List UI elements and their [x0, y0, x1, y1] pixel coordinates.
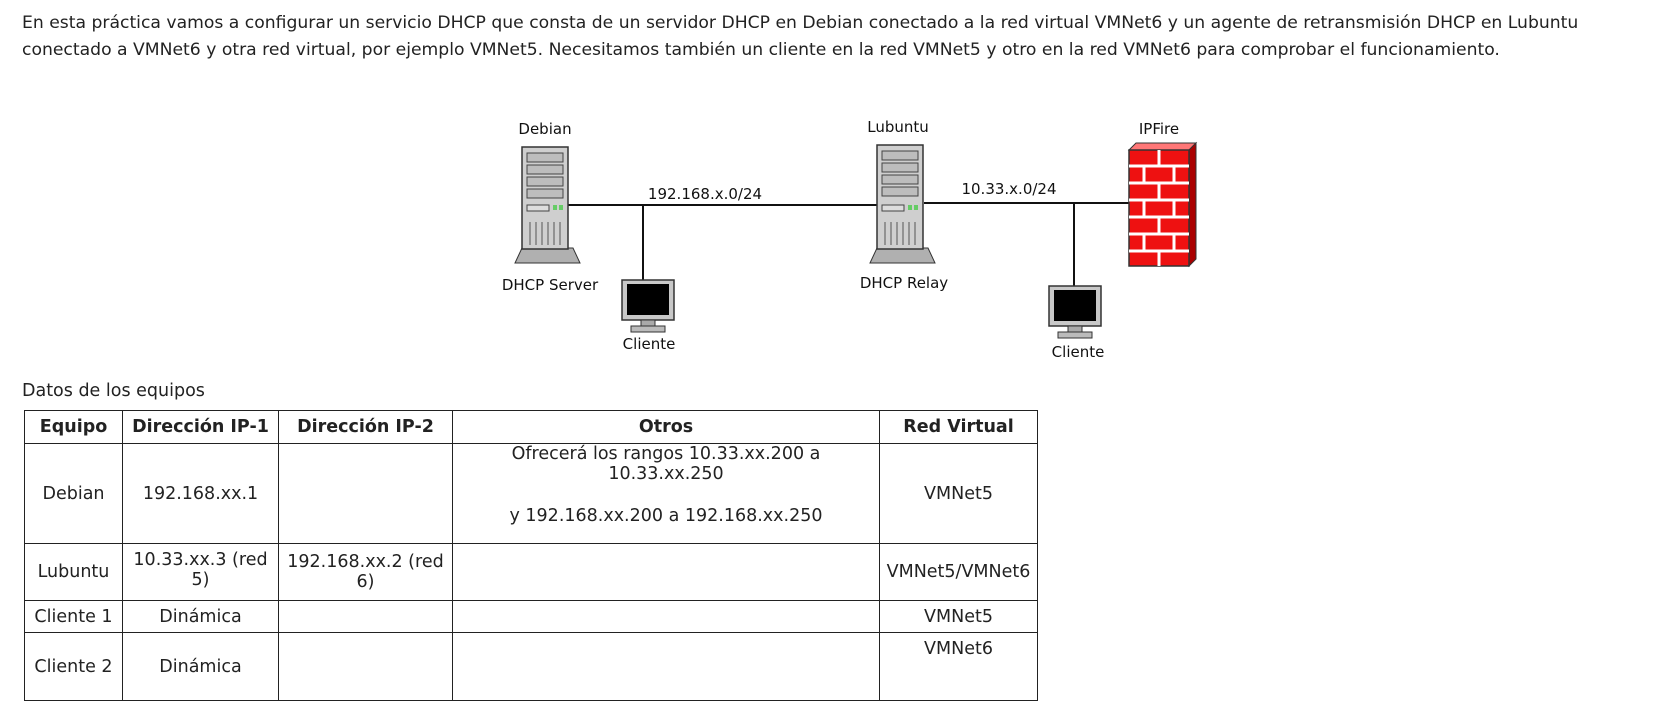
cell-otros: [452, 632, 880, 701]
client2-label: Cliente: [1052, 343, 1105, 361]
cell-red: VMNet5: [879, 600, 1038, 633]
otros-line-1: Ofrecerá los rangos 10.33.xx.200 a 10.33…: [511, 444, 821, 484]
header-otros: Otros: [452, 410, 880, 444]
debian-role-label: DHCP Server: [502, 276, 599, 294]
table-header-row: Equipo Dirección IP-1 Dirección IP-2 Otr…: [24, 410, 1038, 444]
cell-otros: [452, 543, 880, 601]
cell-ip1: 10.33.xx.3 (red 5): [122, 543, 279, 601]
header-red-virtual: Red Virtual: [879, 410, 1038, 444]
debian-label: Debian: [518, 120, 571, 138]
lubuntu-label: Lubuntu: [867, 118, 929, 136]
debian-server-icon: [514, 146, 581, 264]
otros-line-2: y 192.168.xx.200 a 192.168.xx.250: [509, 506, 823, 526]
table-row: Cliente 1 Dinámica VMNet5: [24, 600, 1038, 633]
table-row: Lubuntu 10.33.xx.3 (red 5) 192.168.xx.2 …: [24, 543, 1038, 601]
cell-otros: Ofrecerá los rangos 10.33.xx.200 a 10.33…: [452, 443, 880, 544]
lubuntu-role-label: DHCP Relay: [860, 274, 948, 292]
ipfire-label: IPFire: [1139, 120, 1179, 138]
lubuntu-server-icon: [869, 144, 936, 264]
net2-label: 10.33.x.0/24: [961, 180, 1056, 198]
header-ip1: Dirección IP-1: [122, 410, 279, 444]
network-diagram: Debian DHCP Server Lubuntu DHCP Relay IP…: [502, 118, 1198, 361]
cell-equipo: Cliente 2: [24, 632, 123, 701]
cell-otros: [452, 600, 880, 633]
cell-equipo: Debian: [24, 443, 123, 544]
table-row: Debian 192.168.xx.1 Ofrecerá los rangos …: [24, 443, 1038, 544]
table-row: Cliente 2 Dinámica VMNet6: [24, 632, 1038, 701]
firewall-icon: [1127, 141, 1198, 268]
cell-equipo: Lubuntu: [24, 543, 123, 601]
header-equipo: Equipo: [24, 410, 123, 444]
cell-ip1: Dinámica: [122, 632, 279, 701]
client1-label: Cliente: [623, 335, 676, 353]
client1-monitor-icon: [621, 279, 675, 333]
intro-paragraph: En esta práctica vamos a configurar un s…: [22, 13, 1579, 60]
cell-red: VMNet6: [879, 632, 1038, 701]
cell-equipo: Cliente 1: [24, 600, 123, 633]
cell-ip2: [278, 600, 453, 633]
cell-ip2: [278, 443, 453, 544]
cell-ip1: 192.168.xx.1: [122, 443, 279, 544]
cell-ip1: Dinámica: [122, 600, 279, 633]
cell-ip2: [278, 632, 453, 701]
header-ip2: Dirección IP-2: [278, 410, 453, 444]
cell-red: VMNet5: [879, 443, 1038, 544]
table-caption: Datos de los equipos: [22, 381, 205, 401]
cell-ip2: 192.168.xx.2 (red 6): [278, 543, 453, 601]
cell-red: VMNet5/VMNet6: [879, 543, 1038, 601]
equipment-table: Equipo Dirección IP-1 Dirección IP-2 Otr…: [24, 410, 1038, 701]
client2-monitor-icon: [1048, 285, 1102, 339]
net1-label: 192.168.x.0/24: [648, 185, 762, 203]
